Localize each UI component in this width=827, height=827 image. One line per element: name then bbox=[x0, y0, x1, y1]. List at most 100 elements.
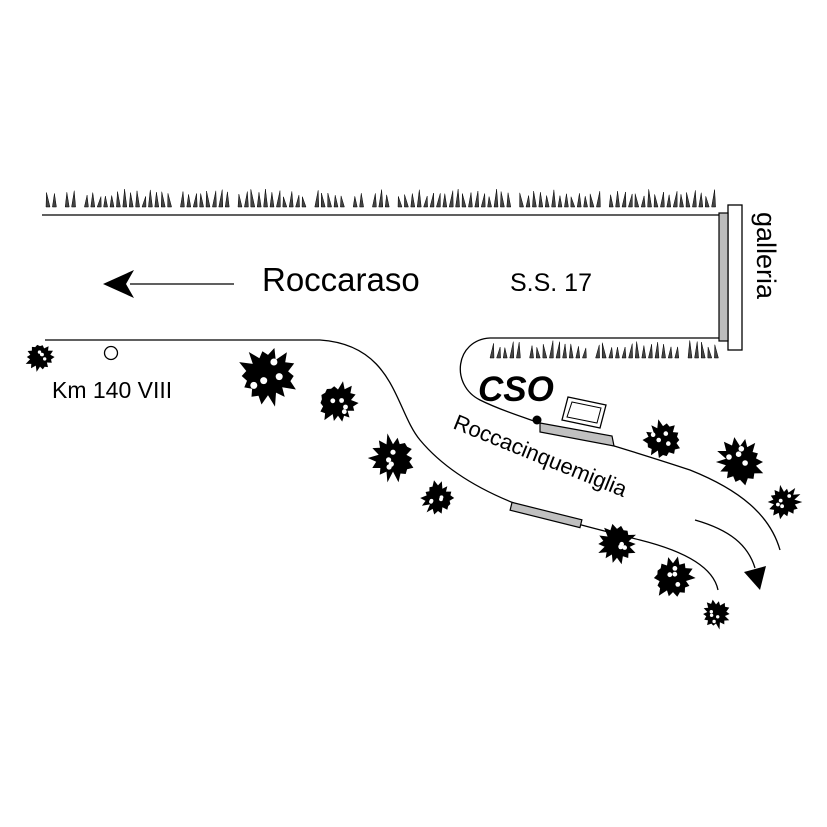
grass-tuft-icon bbox=[576, 193, 582, 208]
grass-tuft-icon bbox=[269, 192, 275, 208]
grass-tuft-icon bbox=[384, 194, 390, 208]
tunnel-wall bbox=[718, 212, 729, 342]
grass-tuft-icon bbox=[685, 192, 691, 208]
grass-tuft-icon bbox=[711, 189, 716, 208]
grass-tuft-icon bbox=[282, 196, 288, 208]
grass-tuft-icon bbox=[250, 189, 256, 208]
grass-tuft-icon bbox=[692, 190, 697, 208]
grass-tuft-icon bbox=[640, 195, 646, 208]
grass-tuft-icon bbox=[327, 193, 332, 208]
grass-tuft-icon bbox=[661, 344, 666, 359]
grass-tuft-icon bbox=[538, 192, 544, 208]
grass-tuft-icon bbox=[564, 193, 569, 208]
grass-tuft-icon bbox=[148, 189, 153, 208]
bush-icon bbox=[320, 381, 359, 422]
station-label: CSO bbox=[478, 370, 554, 409]
grass-tuft-icon bbox=[122, 189, 128, 208]
grass-tuft-icon bbox=[621, 346, 627, 359]
grass-tuft-icon bbox=[621, 191, 627, 208]
side-road-curve bbox=[694, 519, 756, 569]
grass-tuft-icon bbox=[634, 193, 640, 208]
grass-tuft-icon bbox=[595, 344, 600, 359]
road-code-label: S.S. 17 bbox=[510, 269, 592, 297]
grass-tuft-icon bbox=[549, 340, 554, 359]
grass-tuft-icon bbox=[687, 340, 693, 359]
grass-tuft-icon bbox=[340, 195, 345, 208]
grass-tuft-icon bbox=[461, 193, 467, 208]
grass-tuft-icon bbox=[489, 343, 495, 359]
grass-tuft-icon bbox=[582, 347, 587, 359]
grass-tuft-icon bbox=[535, 347, 541, 359]
grass-tuft-icon bbox=[506, 192, 512, 208]
arrow-down-icon bbox=[744, 566, 766, 590]
bush-icon bbox=[653, 556, 696, 597]
grass-tuft-icon bbox=[529, 345, 534, 359]
grass-tuft-icon bbox=[679, 194, 684, 208]
grass-tuft-icon bbox=[397, 196, 403, 208]
grass-tuft-icon bbox=[707, 346, 713, 359]
grass-tuft-icon bbox=[509, 341, 515, 359]
grass-tuft-icon bbox=[653, 194, 659, 208]
destination-label: Roccaraso bbox=[262, 261, 420, 298]
grass-tuft-icon bbox=[532, 191, 537, 208]
grass-tuft-icon-row-top bbox=[45, 189, 716, 208]
grass-tuft-icon bbox=[502, 347, 508, 359]
grass-tuft-icon bbox=[704, 196, 710, 208]
grass-tuft-icon bbox=[551, 189, 556, 208]
tunnel-label: galleria bbox=[751, 212, 781, 300]
grass-tuft-icon bbox=[84, 195, 89, 208]
grass-tuft-icon bbox=[448, 190, 454, 208]
grass-tuft-icon bbox=[608, 347, 614, 359]
grass-tuft-icon bbox=[568, 343, 574, 359]
grass-tuft-icon bbox=[570, 196, 576, 208]
arrow-left-icon bbox=[103, 270, 234, 298]
grass-tuft-icon bbox=[493, 189, 499, 208]
bush-icon bbox=[767, 484, 803, 520]
grass-tuft-icon bbox=[648, 344, 653, 359]
grass-tuft-icon bbox=[205, 191, 211, 208]
grass-tuft-icon bbox=[500, 191, 505, 208]
grass-tuft-icon bbox=[455, 189, 460, 208]
grass-tuft-icon bbox=[359, 193, 364, 208]
grass-tuft-icon bbox=[186, 194, 192, 208]
grass-tuft-icon bbox=[634, 341, 640, 359]
grass-tuft-icon bbox=[116, 191, 121, 208]
bush-icon bbox=[367, 433, 414, 483]
grass-tuft-icon bbox=[647, 189, 652, 208]
bush-icon bbox=[598, 523, 636, 565]
grass-tuft-icon bbox=[628, 343, 633, 359]
bush-icon bbox=[642, 419, 680, 458]
grass-tuft-icon bbox=[608, 194, 614, 208]
grass-tuft-icon bbox=[333, 195, 339, 208]
grass-tuft-icon bbox=[352, 196, 358, 208]
grass-tuft-icon bbox=[615, 191, 620, 208]
grass-tuft-icon bbox=[378, 189, 384, 208]
grass-tuft-icon bbox=[301, 196, 307, 208]
grass-tuft-icon bbox=[660, 191, 665, 208]
grass-tuft-icon bbox=[436, 193, 441, 208]
grass-tuft-icon bbox=[519, 192, 524, 208]
bush-icon bbox=[239, 348, 296, 407]
grass-tuft-icon bbox=[263, 189, 268, 208]
grass-tuft-icon bbox=[480, 193, 486, 208]
grass-tuft-icon bbox=[192, 193, 198, 208]
grass-tuft-icon bbox=[628, 193, 633, 208]
grass-tuft-icon bbox=[596, 191, 601, 208]
grass-tuft-icon bbox=[575, 346, 581, 359]
bush-icon bbox=[703, 599, 730, 630]
grass-tuft-icon bbox=[698, 192, 704, 208]
grass-tuft-icon bbox=[487, 196, 492, 208]
grass-tuft-icon bbox=[700, 342, 706, 359]
grass-tuft-icon bbox=[544, 195, 550, 208]
grass-tuft-icon bbox=[674, 346, 680, 359]
grass-tuft-icon bbox=[654, 342, 660, 359]
grass-tuft-icon bbox=[416, 189, 422, 208]
grass-tuft-icon bbox=[212, 190, 217, 208]
grass-tuft-icon bbox=[542, 344, 548, 359]
road-edge-bottom bbox=[45, 339, 719, 591]
grass-tuft-icon bbox=[256, 192, 262, 208]
grass-tuft-icon bbox=[96, 196, 102, 208]
grass-tuft-icon bbox=[641, 345, 647, 359]
tunnel-portal bbox=[727, 204, 743, 351]
grass-tuft-icon bbox=[601, 342, 607, 359]
